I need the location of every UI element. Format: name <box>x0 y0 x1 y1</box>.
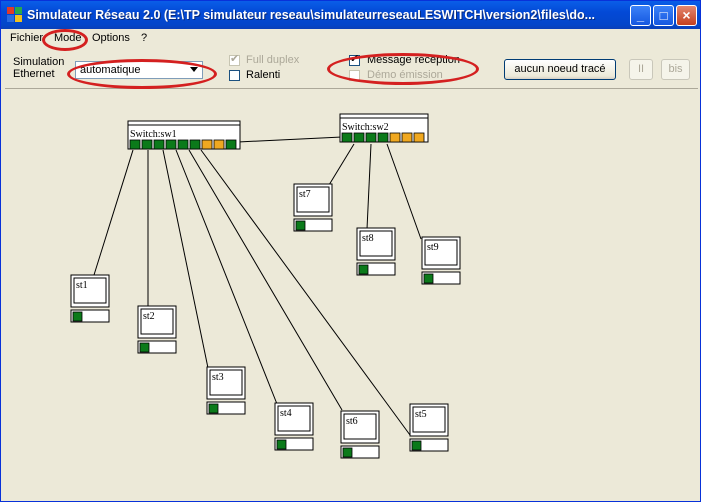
station-node[interactable]: st2 <box>137 305 177 354</box>
simulation-label: Simulation Ethernet <box>13 56 64 80</box>
station-monitor-screen <box>277 405 311 432</box>
station-node[interactable]: st6 <box>340 410 380 459</box>
switch-port <box>213 139 225 150</box>
station-monitor-screen <box>424 239 458 266</box>
bis-button[interactable]: bis <box>661 59 690 80</box>
station-monitor-screen <box>343 413 377 440</box>
station-node[interactable]: st3 <box>206 366 246 415</box>
checkmark-icon: ✔ <box>230 53 240 65</box>
station-label: st8 <box>362 233 374 244</box>
switch-port <box>389 132 401 143</box>
switch-port <box>377 132 389 143</box>
full-duplex-checkbox[interactable]: ✔ <box>229 53 240 66</box>
maximize-button[interactable]: □ <box>653 5 674 26</box>
station-port <box>411 440 422 451</box>
link-sw1-st6 <box>188 149 343 411</box>
annotation-ellipse-mode-select <box>67 59 217 89</box>
switch-port <box>225 139 237 150</box>
station-label: st1 <box>76 280 88 291</box>
station-node[interactable]: st9 <box>421 236 461 285</box>
menu-options[interactable]: Options <box>92 32 130 44</box>
switch-port <box>341 132 353 143</box>
station-port <box>208 403 219 414</box>
station-label: st2 <box>143 311 155 322</box>
switch-port <box>189 139 201 150</box>
station-monitor-screen <box>140 308 174 335</box>
switch-label: Switch:sw1 <box>130 129 177 140</box>
station-label: st9 <box>427 242 439 253</box>
aucun-noeud-trace-button[interactable]: aucun noeud tracé <box>504 59 616 80</box>
switch-port <box>365 132 377 143</box>
close-button[interactable]: × <box>676 5 697 26</box>
station-monitor-screen <box>296 186 330 213</box>
station-port <box>72 311 83 322</box>
station-node[interactable]: st4 <box>274 402 314 451</box>
station-port <box>139 342 150 353</box>
switch-label: Switch:sw2 <box>342 122 389 133</box>
window-title: Simulateur Réseau 2.0 (E:\TP simulateur … <box>27 8 596 22</box>
station-label: st5 <box>415 409 427 420</box>
station-node[interactable]: st1 <box>70 274 110 323</box>
switch-port <box>153 139 165 150</box>
station-monitor-screen <box>209 369 243 396</box>
switch-port <box>177 139 189 150</box>
full-duplex-label: Full duplex <box>246 54 300 66</box>
station-monitor-screen <box>359 230 393 257</box>
switch-port <box>353 132 365 143</box>
station-monitor-screen <box>73 277 107 304</box>
switch-port <box>141 139 153 150</box>
title-bar[interactable]: Simulateur Réseau 2.0 (E:\TP simulateur … <box>1 1 700 29</box>
station-port <box>423 273 434 284</box>
switch-port <box>165 139 177 150</box>
station-port <box>276 439 287 450</box>
network-links <box>93 136 422 436</box>
link-sw1-st3 <box>162 149 209 369</box>
switch-port <box>413 132 425 143</box>
link-sw1-st4 <box>175 149 278 405</box>
switch-port <box>401 132 413 143</box>
menu-fichier[interactable]: Fichier <box>10 32 44 44</box>
switch-node[interactable]: Switch:sw1 <box>127 120 241 150</box>
station-label: st3 <box>212 372 224 383</box>
switch-port <box>129 139 141 150</box>
link-sw1-st5 <box>200 149 411 436</box>
station-node[interactable]: st7 <box>293 183 333 232</box>
link-sw1-sw2 <box>237 136 343 143</box>
network-app-icon <box>7 7 22 22</box>
ralenti-label: Ralenti <box>246 69 281 81</box>
station-label: st6 <box>346 416 358 427</box>
menu-bar: Fichier Mode Options ? <box>1 29 700 48</box>
station-port <box>295 220 306 231</box>
link-sw1-st1 <box>93 149 134 276</box>
station-monitor-screen <box>412 406 446 433</box>
station-label: st4 <box>280 408 292 419</box>
stations-layer: st1 st2 st3 st4 st6 st5 st7 st8 st9 <box>70 183 461 459</box>
link-sw2-st7 <box>328 143 355 186</box>
switch-top-bar <box>339 113 429 119</box>
annotation-ellipse-message-reception <box>327 53 479 85</box>
station-node[interactable]: st5 <box>409 403 449 452</box>
simulation-label-line1: Simulation <box>13 56 65 68</box>
menu-help[interactable]: ? <box>141 32 148 44</box>
annotation-ellipse-mode-menu <box>42 29 88 51</box>
station-node[interactable]: st8 <box>356 227 396 276</box>
pause-button[interactable]: II <box>629 59 653 80</box>
link-sw2-st9 <box>386 143 422 240</box>
station-label: st7 <box>299 189 311 200</box>
simulation-label-line2: Ethernet <box>13 68 55 80</box>
minimize-button[interactable]: _ <box>630 5 651 26</box>
switch-top-bar <box>127 120 241 126</box>
switch-node[interactable]: Switch:sw2 <box>339 113 429 143</box>
station-port <box>358 264 369 275</box>
station-port <box>342 447 353 458</box>
switches-layer: Switch:sw1 Switch:sw2 <box>127 113 429 150</box>
ralenti-checkbox[interactable] <box>229 70 240 81</box>
link-sw2-st8 <box>366 143 372 230</box>
switch-port <box>201 139 213 150</box>
